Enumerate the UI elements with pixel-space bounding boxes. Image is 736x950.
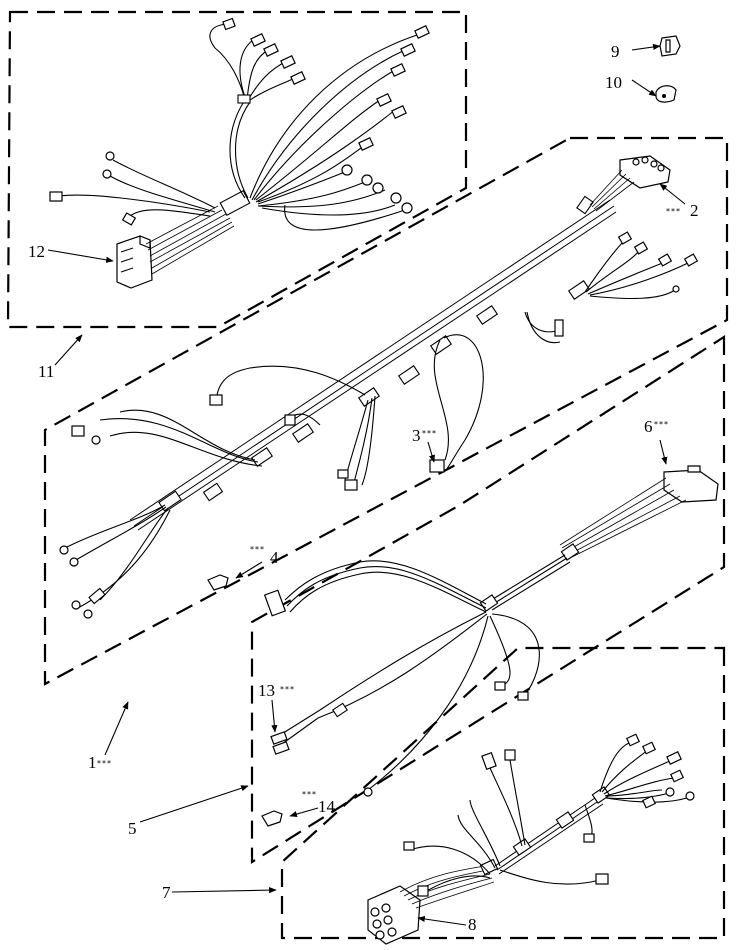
harness-11-bundle <box>49 17 430 275</box>
callout-9: 9 <box>611 42 620 61</box>
callout-5: 5 <box>128 819 137 838</box>
clamp-10-icon <box>655 85 677 103</box>
callout-13-marker: *** <box>280 685 295 694</box>
callout-11: 11 <box>38 362 54 381</box>
callout-12: 12 <box>28 242 45 261</box>
callout-6-marker: *** <box>654 420 669 429</box>
callout-labels: 9 10 *** 2 12 11 3 *** 6 *** *** 4 1 ***… <box>28 42 699 934</box>
callout-2: 2 <box>690 201 699 220</box>
callout-1-marker: *** <box>97 759 112 768</box>
harness-panel-1 <box>43 136 729 686</box>
connector-6-icon <box>663 465 719 503</box>
terminal-14-icon <box>261 810 283 827</box>
callout-4: 4 <box>270 548 279 567</box>
callout-8: 8 <box>468 915 477 934</box>
plug-8-icon <box>367 885 421 945</box>
harness-panel-11 <box>6 10 468 329</box>
callout-10: 10 <box>605 73 622 92</box>
callout-14: 14 <box>318 797 336 816</box>
callout-1: 1 <box>88 753 97 772</box>
callout-2-marker: *** <box>666 207 681 216</box>
callout-leaders <box>47 43 686 926</box>
harness-7-wires <box>400 734 695 909</box>
harness-1-branches <box>59 231 699 619</box>
callout-6: 6 <box>644 417 653 436</box>
connector-12-icon <box>116 235 153 289</box>
terminal-13-icon <box>270 731 290 755</box>
harness-5-trunk <box>263 477 687 797</box>
harness-panel-5 <box>250 334 726 864</box>
clip-9-icon <box>659 35 681 57</box>
callout-13: 13 <box>258 681 275 700</box>
callout-3-marker: *** <box>422 429 437 438</box>
callout-3: 3 <box>412 426 421 445</box>
callout-4-marker: *** <box>250 545 265 554</box>
harness-panel-7 <box>282 648 726 945</box>
terminal-4-icon <box>207 574 229 591</box>
connector-2-icon <box>589 155 671 212</box>
callout-7: 7 <box>162 883 171 902</box>
callout-14-marker: *** <box>302 790 317 799</box>
